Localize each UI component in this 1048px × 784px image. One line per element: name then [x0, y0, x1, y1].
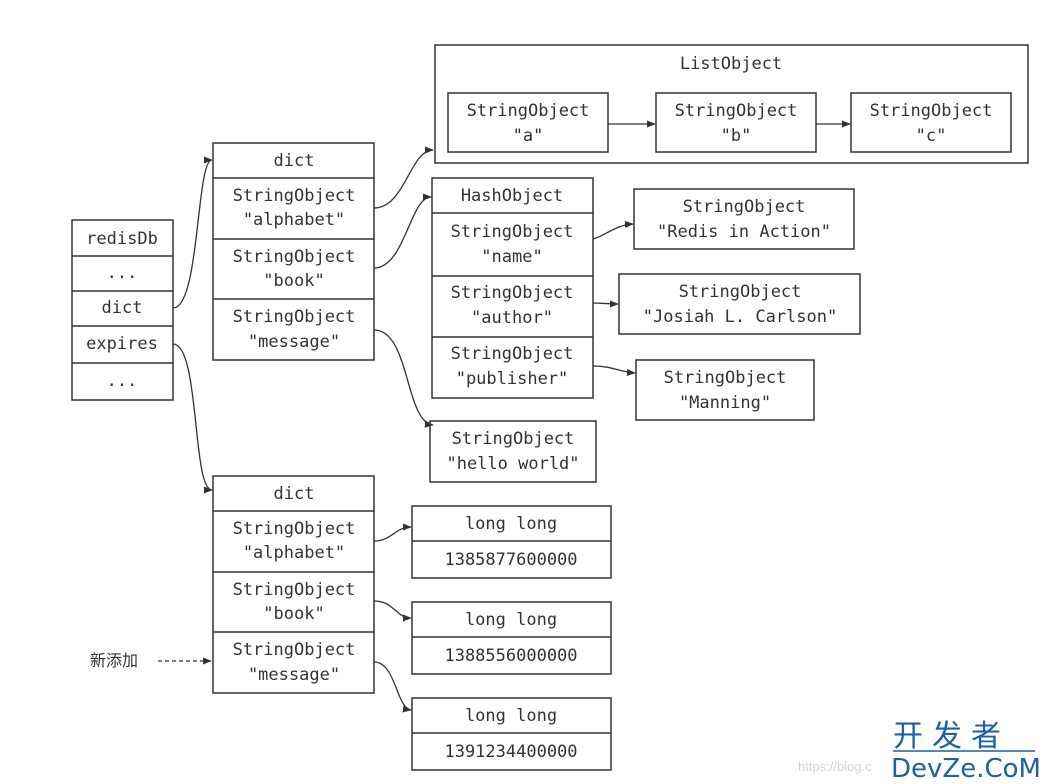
expires-key-value: "book" — [263, 604, 324, 624]
arrow-message-string — [373, 329, 434, 428]
list-item-type: StringObject — [467, 101, 590, 121]
list-item-value: "b" — [721, 126, 752, 146]
hash-value-text: "Manning" — [679, 393, 771, 413]
dict-key-type: StringObject — [233, 307, 356, 327]
message-value-text: "hello world" — [446, 454, 579, 474]
expires-key-value: "message" — [248, 665, 340, 685]
arrow-book-hash — [373, 193, 432, 269]
message-value-type: StringObject — [452, 429, 575, 449]
arrow-name-value — [592, 220, 634, 240]
dict-key-value: "alphabet" — [243, 210, 345, 230]
new-addition-label: 新添加 — [90, 651, 138, 670]
redis-db-ellipsis: ... — [107, 371, 138, 391]
hash-value-author: StringObject "Josiah L. Carlson" — [618, 273, 861, 335]
dict-key-type: StringObject — [233, 186, 356, 206]
expire-value-timestamp: 1388556000000 — [444, 646, 577, 666]
arrow-expire-message — [373, 661, 412, 713]
arrow-author-value — [592, 300, 619, 308]
arrow-redisdb-expires — [172, 343, 213, 494]
redis-db-dict-field: dict — [102, 298, 143, 318]
dict-title: dict — [274, 151, 315, 171]
arrow-redisdb-dict — [172, 156, 213, 309]
dict-expires: dict StringObject "alphabet" StringObjec… — [212, 475, 375, 694]
expires-key-type: StringObject — [233, 519, 356, 539]
expire-value-book: long long 1388556000000 — [411, 601, 612, 675]
expires-key-value: "alphabet" — [243, 543, 345, 563]
watermark-url: https://blog.c — [798, 759, 872, 774]
hash-value-publisher: StringObject "Manning" — [635, 359, 815, 421]
list-object-title: ListObject — [680, 54, 782, 74]
message-value: StringObject "hello world" — [429, 420, 597, 483]
expires-key-type: StringObject — [233, 640, 356, 660]
arrow-alphabet-list — [373, 146, 434, 209]
list-item-a: StringObject "a" — [447, 92, 609, 153]
hash-value-name: StringObject "Redis in Action" — [633, 188, 855, 250]
hash-value-text: "Josiah L. Carlson" — [643, 307, 837, 327]
new-addition-annotation: 新添加 — [90, 651, 212, 670]
hash-field-value: "publisher" — [456, 369, 569, 389]
dict-key-value: "message" — [248, 332, 340, 352]
hash-field-type: StringObject — [451, 283, 574, 303]
watermark-cn: 开发者 — [893, 719, 1010, 754]
hash-field-type: StringObject — [451, 222, 574, 242]
hash-object-title: HashObject — [461, 186, 563, 206]
hash-field-value: "name" — [481, 247, 542, 267]
arrow-publisher-value — [592, 365, 636, 377]
expire-value-timestamp: 1391234400000 — [444, 742, 577, 762]
redis-db-title: redisDb — [86, 229, 158, 249]
expires-dict-title: dict — [274, 484, 315, 504]
expire-value-type: long long — [465, 514, 557, 534]
expire-value-type: long long — [465, 610, 557, 630]
redis-db: redisDb ... dict expires ... — [71, 219, 174, 401]
expire-value-timestamp: 1385877600000 — [444, 550, 577, 570]
dict-keyspace: dict StringObject "alphabet" StringObjec… — [212, 142, 375, 361]
expires-key-type: StringObject — [233, 580, 356, 600]
watermark: https://blog.c 开发者 DevZe.CoM — [798, 719, 1041, 784]
hash-value-text: "Redis in Action" — [657, 222, 831, 242]
list-item-c: StringObject "c" — [850, 92, 1012, 153]
hash-field-type: StringObject — [451, 344, 574, 364]
list-item-value: "c" — [916, 126, 947, 146]
list-item-b: StringObject "b" — [655, 92, 817, 153]
hash-object: HashObject StringObject "name" StringObj… — [431, 177, 594, 399]
list-item-value: "a" — [513, 126, 544, 146]
list-object: ListObject StringObject "a" StringObject… — [434, 44, 1029, 164]
dict-key-type: StringObject — [233, 247, 356, 267]
expire-value-alphabet: long long 1385877600000 — [411, 505, 612, 579]
dict-key-value: "book" — [263, 271, 324, 291]
expire-value-message: long long 1391234400000 — [411, 697, 612, 771]
arrow-expire-book — [373, 600, 412, 622]
hash-field-value: "author" — [471, 308, 553, 328]
redis-db-expires-field: expires — [86, 334, 158, 354]
hash-value-type: StringObject — [664, 368, 787, 388]
list-item-type: StringObject — [870, 101, 993, 121]
expire-value-type: long long — [465, 706, 557, 726]
watermark-en: DevZe.CoM — [891, 754, 1041, 784]
redis-db-ellipsis: ... — [107, 263, 138, 283]
hash-value-type: StringObject — [683, 197, 806, 217]
hash-value-type: StringObject — [679, 282, 802, 302]
list-item-type: StringObject — [675, 101, 798, 121]
arrow-expire-alphabet — [373, 523, 412, 542]
